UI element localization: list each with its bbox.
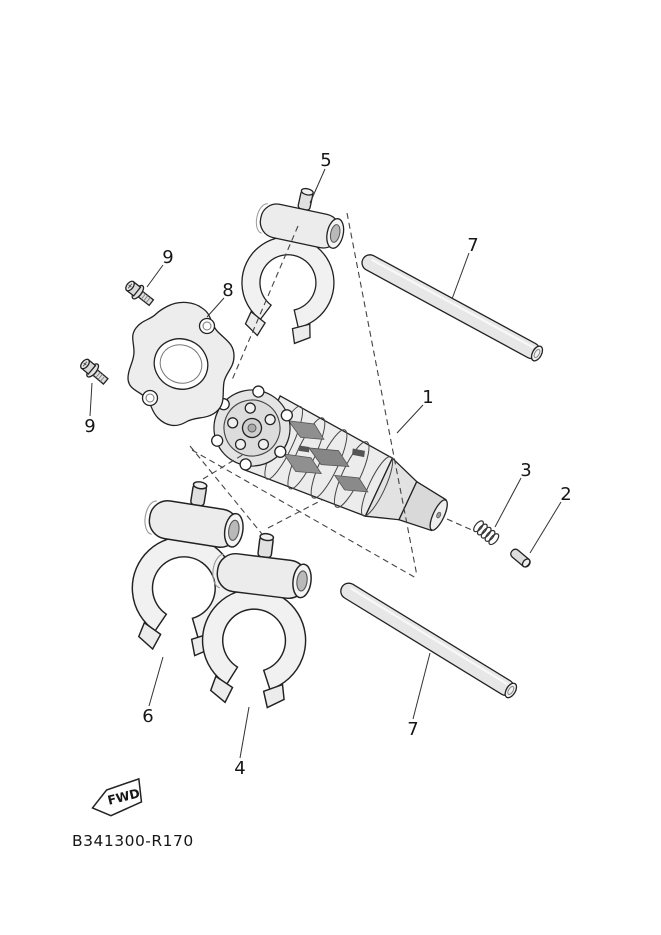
drawing-number: B341300-R170 <box>72 832 194 850</box>
plate-bolt-hole <box>198 317 216 335</box>
callout-1: 1 <box>422 387 433 408</box>
fork-guide-bar-lower <box>336 579 520 701</box>
flange-bolt-lower <box>76 355 112 389</box>
assembly-axis-lines <box>189 212 475 579</box>
cam-groove <box>308 447 350 467</box>
callout-6: 6 <box>142 706 153 727</box>
cam-groove <box>283 453 323 474</box>
callout-9-upper: 9 <box>162 247 173 268</box>
detent-spring <box>473 520 500 546</box>
fork-guide-bar-upper <box>358 250 546 364</box>
shift-fork-upper <box>230 178 354 350</box>
bearing-plate <box>127 301 235 427</box>
cam-groove <box>287 420 325 440</box>
callout-9-lower: 9 <box>84 416 95 437</box>
callout-3: 3 <box>520 460 531 481</box>
flange-bolt-upper <box>121 277 157 310</box>
callout-5: 5 <box>320 150 331 171</box>
shift-segment <box>211 385 293 471</box>
fwd-direction-marker: FWD <box>91 777 143 817</box>
plate-bolt-hole <box>141 389 159 407</box>
callout-7-upper: 7 <box>467 235 478 256</box>
shift-cam <box>211 385 448 532</box>
callout-4: 4 <box>234 758 245 779</box>
callout-2: 2 <box>560 484 571 505</box>
fwd-arrow-icon <box>91 777 143 817</box>
callout-8: 8 <box>222 280 233 301</box>
callout-leader-lines <box>89 168 562 759</box>
cam-groove <box>333 474 369 493</box>
callout-7-lower: 7 <box>407 719 418 740</box>
dowel-pin <box>510 548 531 568</box>
